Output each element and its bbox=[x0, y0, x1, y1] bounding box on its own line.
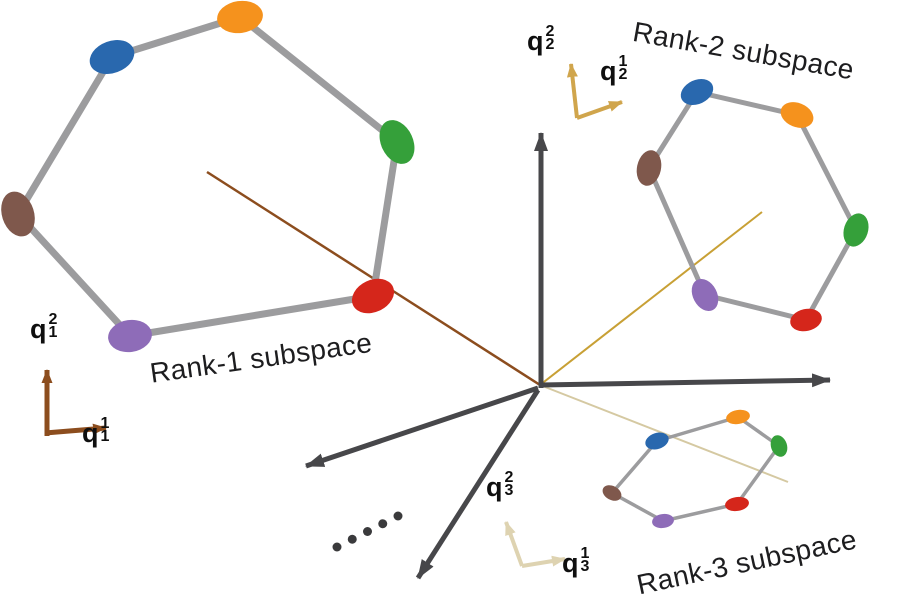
q-base: q bbox=[562, 548, 579, 578]
q-superscript: 1 bbox=[618, 53, 628, 70]
q-indices: 1 1 bbox=[100, 415, 110, 445]
q2-arrow-right bbox=[576, 100, 623, 120]
axis-down-left-long bbox=[415, 388, 541, 580]
rank3-hexagon-node-blue bbox=[645, 432, 669, 450]
rank1-hexagon-node-purple bbox=[108, 319, 152, 353]
rank3-hexagon-node-green bbox=[770, 435, 788, 457]
q-indices: 1 2 bbox=[618, 53, 628, 83]
q-base: q bbox=[527, 26, 544, 56]
rank1-hexagon-edge bbox=[236, 13, 401, 146]
q-subscript: 3 bbox=[580, 558, 590, 575]
rank3-hexagon-edge bbox=[661, 502, 739, 523]
ellipsis-dot bbox=[363, 527, 372, 536]
rank2-hexagon-node-orange bbox=[780, 102, 814, 128]
ellipsis-dot bbox=[347, 534, 357, 544]
rank2-line bbox=[539, 211, 763, 386]
q3-up-basis-label: q 2 3 bbox=[486, 469, 514, 502]
rank2-hexagon-edge bbox=[803, 227, 859, 323]
q2-up-basis-label: q 2 2 bbox=[527, 23, 555, 56]
q-subscript: 1 bbox=[100, 428, 110, 445]
rank2-hexagon-edge bbox=[646, 165, 708, 298]
rank1-hexagon bbox=[1, 0, 415, 353]
rank1-hexagon-edge bbox=[14, 53, 116, 218]
rank3-hexagon-node-red bbox=[725, 496, 749, 512]
rank1-hexagon-node-blue bbox=[89, 40, 135, 74]
rank1-hexagon-node-brown bbox=[1, 191, 35, 237]
rank3-hexagon-node-purple bbox=[652, 513, 674, 529]
rank2-hexagon-edge bbox=[794, 112, 859, 233]
ellipsis-dot bbox=[393, 511, 403, 521]
rank3-hexagon-node-orange bbox=[726, 409, 750, 425]
q2-arrow-up bbox=[566, 63, 579, 119]
q-base: q bbox=[82, 418, 99, 448]
q-superscript: 2 bbox=[48, 311, 58, 328]
rank3-hexagon-node-brown bbox=[602, 485, 622, 501]
rank2-hexagon-node-brown bbox=[636, 150, 662, 186]
rank1-hexagon-node-green bbox=[379, 120, 415, 164]
rank1-hexagon-edge bbox=[369, 138, 401, 300]
axis-right bbox=[540, 373, 831, 388]
q-superscript: 1 bbox=[100, 415, 110, 432]
rank2-hexagon-node-blue bbox=[680, 78, 714, 106]
q3-arrow-right bbox=[521, 555, 566, 568]
q-subscript: 2 bbox=[618, 66, 628, 83]
rank2-hexagon bbox=[636, 78, 869, 332]
q-superscript: 2 bbox=[545, 23, 555, 40]
q-superscript: 1 bbox=[580, 545, 590, 562]
rank2-hexagon-edge bbox=[694, 89, 800, 118]
rank1-hexagon-edge bbox=[14, 210, 134, 340]
q-subscript: 1 bbox=[48, 324, 58, 341]
rank3-hexagon-edge bbox=[610, 439, 659, 495]
rank3-hexagon-edge bbox=[735, 444, 781, 506]
rank1-hexagon-node-orange bbox=[217, 0, 263, 34]
q2-right-basis-label: q 1 2 bbox=[600, 53, 628, 86]
q-base: q bbox=[30, 314, 47, 344]
q-superscript: 2 bbox=[504, 469, 514, 486]
rank1-hexagon-node-red bbox=[351, 278, 395, 314]
q1-up-basis-label: q 2 1 bbox=[30, 311, 58, 344]
rank3-hexagon-edge bbox=[655, 415, 740, 443]
q-subscript: 2 bbox=[545, 36, 555, 53]
q-base: q bbox=[600, 56, 617, 86]
q-indices: 1 3 bbox=[580, 545, 590, 575]
q1-right-basis-label: q 1 1 bbox=[82, 415, 110, 448]
q3-right-basis-label: q 1 3 bbox=[562, 545, 590, 578]
rank2-hexagon-edge bbox=[702, 292, 809, 323]
q-indices: 2 1 bbox=[48, 311, 58, 341]
rank2-hexagon-node-purple bbox=[691, 278, 719, 312]
ellipsis-dot bbox=[332, 542, 342, 552]
q1-arrow-right bbox=[44, 423, 107, 436]
q-indices: 2 3 bbox=[504, 469, 514, 499]
q-indices: 2 2 bbox=[545, 23, 555, 53]
axis-down-left-short bbox=[305, 385, 539, 469]
rank2-hexagon-node-green bbox=[843, 213, 869, 247]
rank2-hexagon-node-red bbox=[790, 308, 822, 332]
ellipsis-dot bbox=[378, 519, 388, 529]
q3-arrow-up bbox=[504, 521, 524, 567]
rank1-hexagon-edge bbox=[126, 292, 377, 340]
rank3-hexagon bbox=[602, 409, 788, 529]
q-subscript: 3 bbox=[504, 482, 514, 499]
q-base: q bbox=[486, 472, 503, 502]
